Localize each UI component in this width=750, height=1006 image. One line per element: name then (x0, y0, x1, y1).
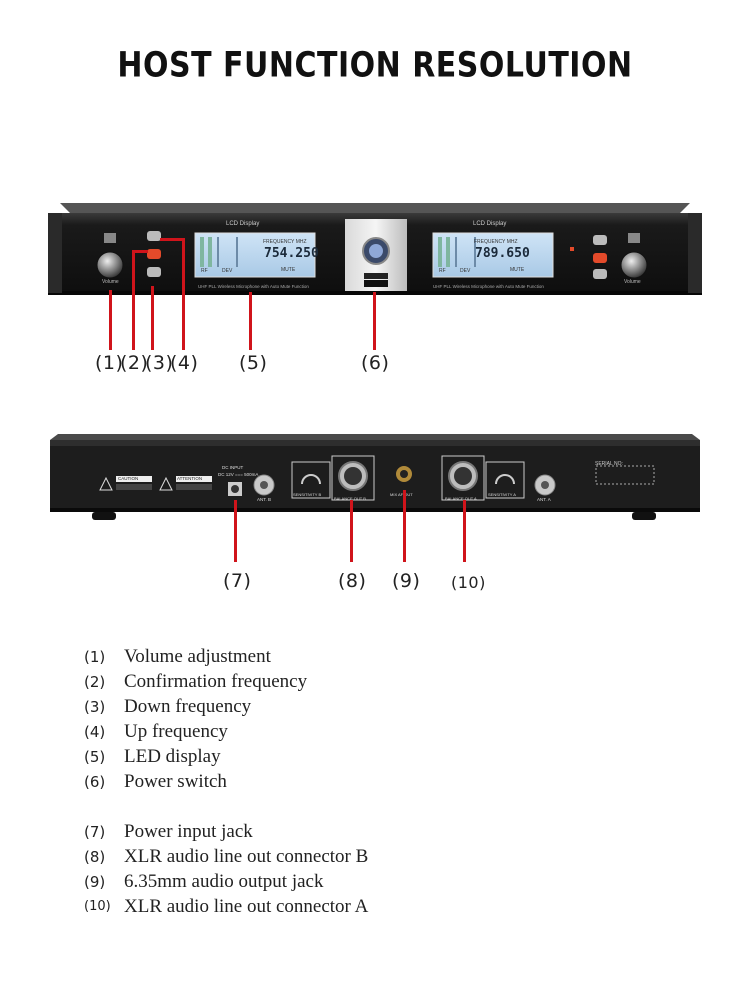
caution-label: CAUTION (118, 476, 139, 481)
callout-line-4 (182, 238, 185, 350)
callout-line-6 (373, 292, 376, 350)
callout-line-5 (249, 292, 252, 350)
ir-sensor-icon (104, 233, 116, 243)
dev-label-left: DEV (222, 268, 233, 274)
callout-1: (1) (95, 352, 124, 374)
callout-9: (9) (392, 570, 421, 592)
dev-label-right: DEV (460, 268, 471, 274)
mix-af-out-label: MIX AF OUT (390, 492, 413, 497)
warning-icon (99, 476, 113, 491)
legend-list: (1)Volume adjustment (2)Confirmation fre… (84, 646, 369, 917)
model-text-right: UHF PLL Wireless Microphone with Auto Mu… (433, 284, 544, 289)
sensitivity-b-label: SENSITIVITY B (293, 492, 322, 497)
ant-a-label: ANT. A (537, 497, 551, 502)
balance-out-a-label: BALANCE OUT A (445, 496, 477, 501)
callout-2: (2) (120, 352, 149, 374)
mute-label-left: MUTE (281, 267, 296, 273)
dc-input-label: DC INPUT (222, 465, 244, 470)
callout-4: (4) (170, 352, 199, 374)
attention-label: ATTENTION (177, 476, 203, 481)
rf-label-right: RF (439, 268, 446, 274)
freq-caption-left: FREQUENCY MHZ (263, 239, 307, 245)
warning-icon (159, 476, 173, 491)
rf-label-left: RF (201, 268, 208, 274)
volume-label-left: Volume (102, 279, 119, 285)
callout-5: (5) (239, 352, 268, 374)
callout-line-1 (109, 290, 112, 350)
lcd-label-left: LCD Display (226, 221, 260, 227)
lcd-label-right: LCD Display (473, 221, 507, 227)
serial-no-label: SERIAL NO: (595, 461, 623, 467)
callout-line-10 (463, 500, 466, 562)
model-text-left: UHF PLL Wireless Microphone with Auto Mu… (198, 284, 309, 289)
callout-line-7 (234, 500, 237, 562)
callout-3: (3) (145, 352, 174, 374)
ant-b-label: ANT. B (257, 497, 272, 502)
volume-label-right: Volume (624, 279, 641, 285)
callout-line-2 (132, 250, 135, 350)
callout-8: (8) (338, 570, 367, 592)
page-title: HOST FUNCTION RESOLUTION (117, 45, 633, 86)
lcd-frequency-right: 789.650 (475, 246, 530, 261)
freq-caption-right: FREQUENCY MHZ (474, 239, 518, 245)
callout-line-8 (350, 500, 353, 562)
callout-line-4-h (160, 238, 185, 241)
callout-line-2-h (132, 250, 148, 253)
callout-6: (6) (361, 352, 390, 374)
mute-label-right: MUTE (510, 267, 525, 273)
callout-10: (10) (451, 573, 486, 592)
callout-line-9 (403, 490, 406, 562)
sensitivity-a-label: SENSITIVITY A (488, 492, 516, 497)
callout-line-3 (151, 286, 154, 350)
rear-panel (50, 434, 700, 520)
dc-spec-label: DC 12V === 500mA (218, 472, 259, 477)
ir-sensor-icon (628, 233, 640, 243)
lcd-frequency-left: 754.250 (264, 246, 319, 261)
callout-7: (7) (223, 570, 252, 592)
front-panel (48, 203, 702, 295)
balance-out-b-label: BALANCE OUT B (334, 496, 366, 501)
